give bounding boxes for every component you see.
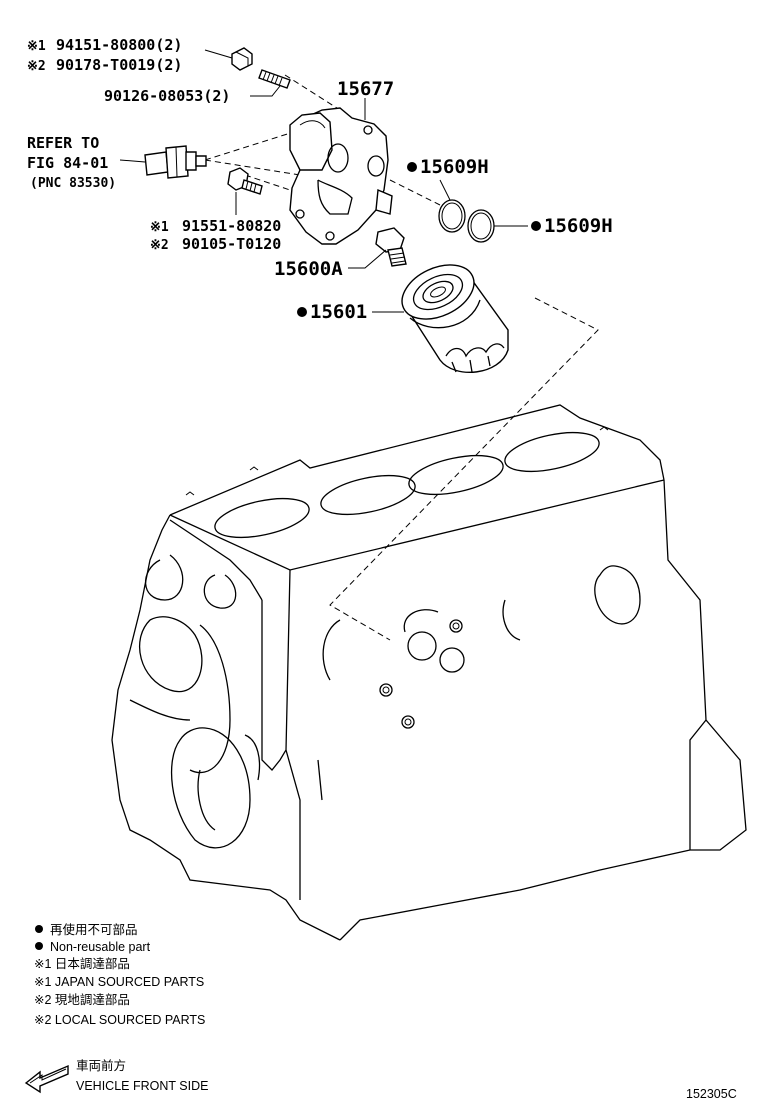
alignment-lines bbox=[204, 74, 599, 641]
leader-bolt-top bbox=[204, 49, 233, 59]
non-reusable-dot bbox=[531, 221, 541, 231]
sym2-top: ※2 bbox=[27, 59, 46, 74]
part-number-15609H-right: 15609H bbox=[544, 215, 613, 237]
part-number-90178-T0019: 90178-T0019(2) bbox=[56, 56, 182, 74]
leader-union bbox=[348, 249, 387, 269]
legend-line-1: 再使用不可部品 bbox=[50, 922, 138, 937]
part-number-90126-08053: 90126-08053(2) bbox=[104, 87, 230, 105]
callout-oring-right: 15609H bbox=[531, 215, 613, 237]
sym1-top: ※1 bbox=[27, 39, 46, 54]
vehicle-front-indicator: 車両前方 VEHICLE FRONT SIDE bbox=[24, 1058, 208, 1094]
part-number-94151-80800: 94151-80800(2) bbox=[56, 36, 182, 54]
stud-bolt bbox=[258, 69, 291, 89]
callout-refer: REFER TO FIG 84-01 (PNC 83530) bbox=[27, 134, 116, 191]
refer-pnc-label: (PNC 83530) bbox=[30, 176, 116, 191]
o-ring-right bbox=[467, 209, 495, 243]
legend-line-5: ※2 現地調達部品 bbox=[34, 992, 130, 1007]
union-bolt bbox=[375, 227, 407, 267]
part-number-15601: 15601 bbox=[310, 301, 367, 323]
legend-line-2: Non-reusable part bbox=[50, 940, 151, 954]
legend-line-3: ※1 日本調達部品 bbox=[34, 956, 130, 971]
sym2-low: ※2 bbox=[150, 238, 169, 253]
legend-line-4: ※1 JAPAN SOURCED PARTS bbox=[34, 975, 204, 989]
refer-to-label: REFER TO bbox=[27, 134, 99, 152]
non-reusable-dot bbox=[407, 162, 417, 172]
engine-block bbox=[111, 404, 747, 941]
callout-filter: 15601 bbox=[297, 301, 367, 323]
leader-refer bbox=[119, 159, 146, 163]
oil-filter bbox=[401, 264, 509, 374]
refer-fig-label: FIG 84-01 bbox=[27, 154, 108, 172]
callout-oring-upper: 15609H bbox=[407, 156, 489, 178]
legend-dot bbox=[35, 942, 43, 950]
part-number-91551-80820: 91551-80820 bbox=[182, 217, 281, 235]
callout-bolt-low: ※1 91551-80820 ※2 90105-T0120 bbox=[150, 217, 281, 253]
figure-code: 152305C bbox=[686, 1087, 737, 1101]
leader-oring-upper bbox=[439, 179, 451, 201]
front-arrow-icon bbox=[24, 1064, 69, 1094]
sym1-low: ※1 bbox=[150, 220, 169, 235]
direction-jp: 車両前方 bbox=[76, 1058, 126, 1073]
o-ring-upper bbox=[438, 199, 466, 233]
part-number-15609H-upper: 15609H bbox=[420, 156, 489, 178]
flange-nut bbox=[231, 47, 253, 71]
legend-line-6: ※2 LOCAL SOURCED PARTS bbox=[34, 1013, 205, 1027]
direction-en: VEHICLE FRONT SIDE bbox=[76, 1079, 208, 1093]
part-number-15677: 15677 bbox=[337, 78, 394, 100]
leader-stud bbox=[250, 85, 281, 97]
bolt-lower bbox=[227, 167, 263, 195]
non-reusable-dot bbox=[297, 307, 307, 317]
part-number-90105-T0120: 90105-T0120 bbox=[182, 235, 281, 253]
oil-pressure-switch bbox=[144, 145, 207, 179]
legend: 再使用不可部品 Non-reusable part ※1 日本調達部品 ※1 J… bbox=[34, 922, 205, 1027]
oil-filter-bracket bbox=[289, 107, 393, 245]
callout-bolt-top: ※1 94151-80800(2) ※2 90178-T0019(2) bbox=[27, 36, 182, 74]
legend-dot bbox=[35, 925, 43, 933]
part-number-15600A: 15600A bbox=[274, 258, 343, 280]
